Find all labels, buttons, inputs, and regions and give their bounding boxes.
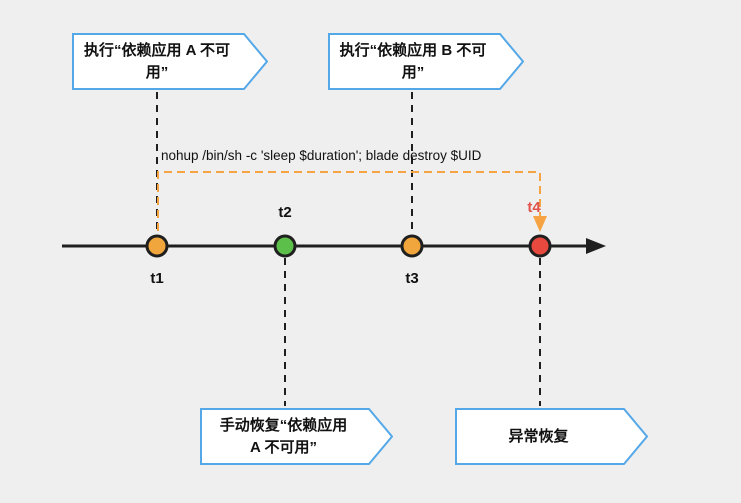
timeline-arrowhead-icon [586,238,606,254]
banner-manual-recover-dep-a: 手动恢复“依赖应用 A 不可用” [200,408,393,465]
timeline-point-t4 [528,234,552,258]
command-annotation: nohup /bin/sh -c 'sleep $duration'; blad… [161,148,482,163]
banner-shape [328,33,524,90]
banner-abnormal-recovery: 异常恢复 [455,408,648,465]
label-t4: t4 [527,199,541,216]
banner-label: 手动恢复“依赖应用 A 不可用” [219,416,348,456]
banner-execute-dep-a-unavailable: 执行“依赖应用 A 不可用” [72,33,268,90]
timeline-point-t1 [145,234,169,258]
bracket-arrowhead-icon [533,216,547,232]
banner-shape [455,408,648,465]
timeline-point-t3 [400,234,424,258]
timeline-point-t2 [273,234,297,258]
label-t2: t2 [278,204,292,221]
sleep-duration-bracket [157,171,541,231]
banner-shape [72,33,268,90]
label-t1: t1 [150,270,164,287]
banner-execute-dep-b-unavailable: 执行“依赖应用 B 不可用” [328,33,524,90]
banner-label: 执行“依赖应用 B 不可用” [339,41,487,81]
banner-label: 执行“依赖应用 A 不可用” [83,41,231,81]
banner-shape [200,408,393,465]
label-t3: t3 [405,270,419,287]
banner-label: 异常恢复 [508,427,569,445]
